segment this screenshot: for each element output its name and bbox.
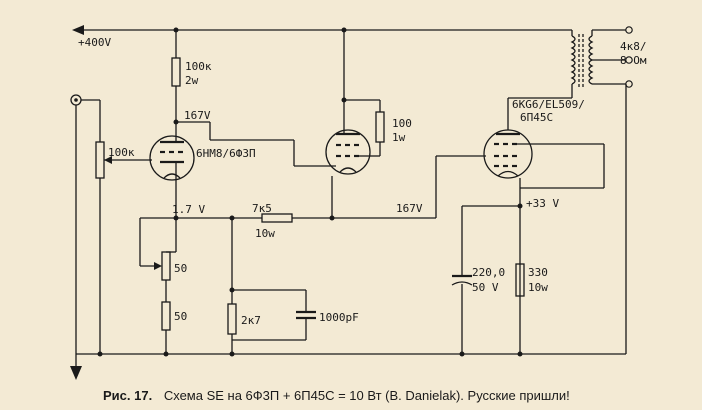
speaker-label: 4к8/ bbox=[620, 40, 647, 53]
feedback-resistor-label: 7к5 bbox=[252, 202, 272, 215]
plate-voltage-1: 167V bbox=[184, 109, 211, 122]
plate-resistor-1 bbox=[171, 30, 211, 138]
cathode-pot-label: 50 bbox=[174, 262, 187, 275]
shunt-network bbox=[227, 215, 316, 354]
grid-stopper-power: 1w bbox=[392, 131, 406, 144]
cathode-resistor-label: 50 bbox=[174, 310, 187, 323]
pot-wiper-arrow-icon bbox=[154, 262, 162, 270]
figure-number: Рис. 17. bbox=[103, 388, 152, 403]
speaker-label-alt: 8 Ом bbox=[620, 54, 647, 67]
feedback-resistor bbox=[261, 155, 486, 223]
plate-resistor-1-label: 100к bbox=[185, 60, 212, 73]
input-jack bbox=[70, 94, 101, 380]
supply-label: +400V bbox=[78, 36, 111, 49]
volume-pot-label: 100к bbox=[108, 146, 135, 159]
cathode-voltage-2: +33 V bbox=[526, 197, 559, 210]
feedback-resistor-power: 10w bbox=[255, 227, 275, 240]
cathode-voltage-1: 1.7 V bbox=[172, 203, 205, 216]
output-transformer bbox=[570, 29, 626, 98]
shunt-resistor-label: 2к7 bbox=[241, 314, 261, 327]
output-tube bbox=[451, 84, 627, 354]
figure-caption: Рис. 17. Схема SE на 6Ф3П + 6П45С = 10 В… bbox=[103, 388, 570, 403]
cathode-capacitor-label: 220,0 bbox=[472, 266, 505, 279]
speaker-terminal-icon bbox=[625, 56, 633, 64]
screen-node-voltage: 167V bbox=[396, 202, 423, 215]
supply-rail bbox=[72, 25, 572, 35]
output-tube-label-alt: 6П45С bbox=[520, 111, 553, 124]
cathode-resistor-2-label: 330 bbox=[528, 266, 548, 279]
wiper-arrow-icon bbox=[104, 156, 112, 164]
cathode-node bbox=[139, 196, 262, 354]
tube-1-label: 6НМ8/6Ф3П bbox=[196, 147, 256, 160]
cathode-capacitor-voltage: 50 V bbox=[472, 281, 499, 294]
ground-bus bbox=[76, 351, 626, 357]
tube-1-triode bbox=[149, 135, 195, 196]
grid-stopper-label: 100 bbox=[392, 117, 412, 130]
ground-arrow-icon bbox=[70, 366, 82, 380]
supply-arrow-icon bbox=[72, 25, 84, 35]
cathode-resistor-2-power: 10w bbox=[528, 281, 548, 294]
plate-resistor-1-power: 2w bbox=[185, 74, 199, 87]
output-tube-label: 6KG6/EL509/ bbox=[512, 98, 585, 111]
tube-1-pentode bbox=[209, 30, 385, 218]
figure-caption-text: Схема SE на 6Ф3П + 6П45С = 10 Вт (B. Dan… bbox=[164, 388, 570, 403]
volume-pot bbox=[95, 141, 152, 354]
speaker-terminal-icon bbox=[625, 26, 633, 34]
shunt-capacitor-label: 1000pF bbox=[319, 311, 359, 324]
speaker-terminal-icon bbox=[625, 80, 633, 88]
